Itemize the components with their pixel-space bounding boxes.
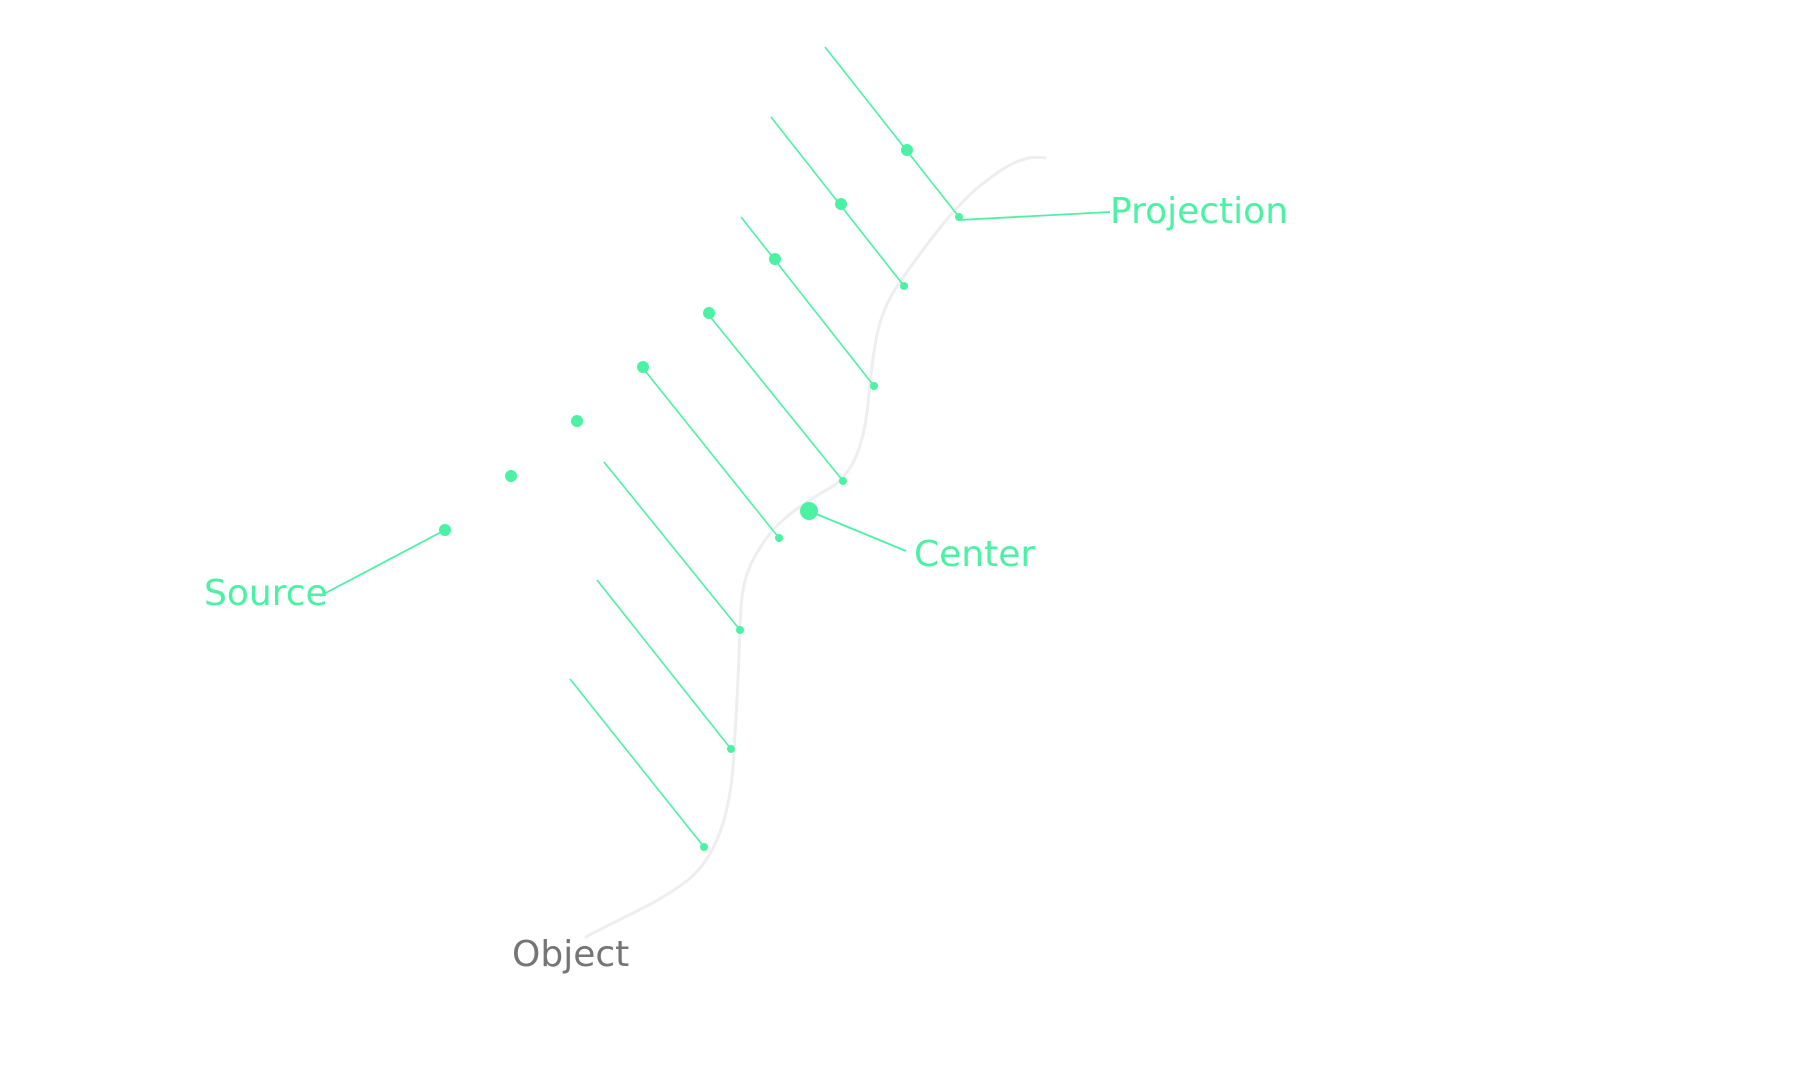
projected-point-3	[870, 382, 878, 390]
ray-6	[603, 461, 741, 631]
source-point-4	[703, 307, 715, 319]
projection-leader	[958, 211, 1111, 221]
source-point-3	[769, 253, 781, 265]
object-curve	[584, 155, 1047, 939]
projected-points	[700, 213, 963, 851]
source-point-7	[505, 470, 517, 482]
object-label: Object	[512, 934, 629, 975]
source-point-2	[835, 198, 847, 210]
ray-8	[569, 678, 705, 848]
projected-point-4	[839, 477, 847, 485]
leader-lines	[319, 211, 1111, 597]
ray-1	[824, 46, 960, 218]
source-leader	[319, 529, 446, 597]
ray-4	[707, 313, 844, 482]
source-point-6	[571, 415, 583, 427]
center-label: Center	[914, 534, 1035, 575]
projected-point-5	[775, 534, 783, 542]
ray-3	[740, 216, 875, 387]
center-leader	[808, 510, 907, 552]
source-label: Source	[204, 573, 328, 614]
projection-rays	[569, 46, 960, 848]
projection-label: Projection	[1110, 191, 1288, 232]
ray-7	[596, 579, 732, 750]
source-point-5	[637, 361, 649, 373]
projected-point-8	[700, 843, 708, 851]
projected-point-2	[900, 282, 908, 290]
projected-point-6	[736, 626, 744, 634]
source-point-1	[901, 144, 913, 156]
ray-5	[641, 366, 780, 539]
projected-point-7	[727, 745, 735, 753]
